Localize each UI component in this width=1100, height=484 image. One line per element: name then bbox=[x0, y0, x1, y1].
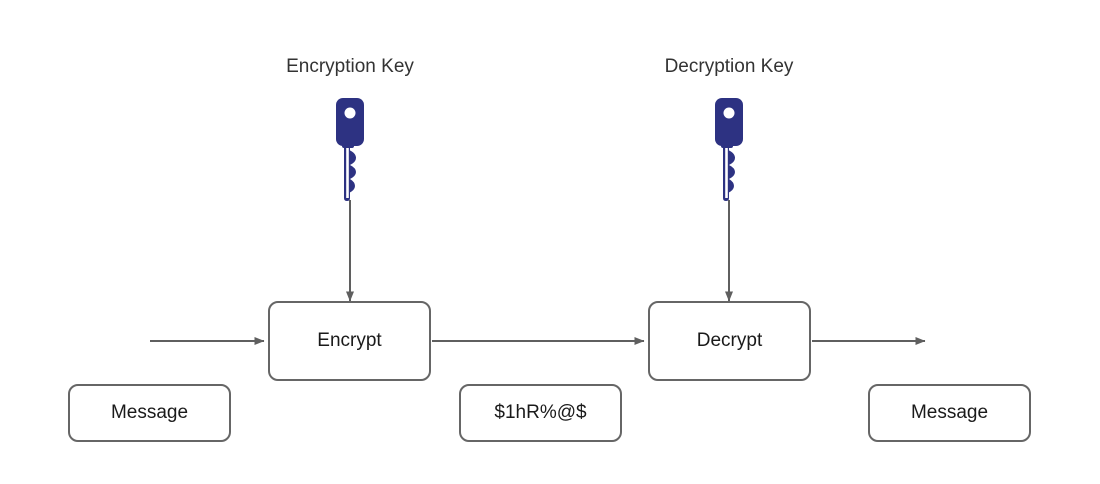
decryption-key-label: Decryption Key bbox=[664, 56, 794, 77]
data-box-plaintext-out-label: Message bbox=[910, 402, 989, 423]
data-box-ciphertext-label: $1hR%@$ bbox=[494, 402, 587, 423]
key-icon bbox=[328, 98, 372, 207]
data-box-plaintext-in-label: Message bbox=[110, 402, 189, 423]
data-box-ciphertext[interactable]: $1hR%@$ bbox=[459, 384, 622, 442]
process-box-decrypt-label: Decrypt bbox=[696, 330, 763, 351]
data-box-plaintext-in[interactable]: Message bbox=[68, 384, 231, 442]
data-box-plaintext-out[interactable]: Message bbox=[868, 384, 1031, 442]
process-box-encrypt-label: Encrypt bbox=[317, 330, 382, 351]
key-icon bbox=[707, 98, 751, 207]
process-box-encrypt[interactable]: Encrypt bbox=[268, 301, 431, 381]
encryption-key-label: Encryption Key bbox=[286, 56, 414, 77]
process-box-decrypt[interactable]: Decrypt bbox=[648, 301, 811, 381]
